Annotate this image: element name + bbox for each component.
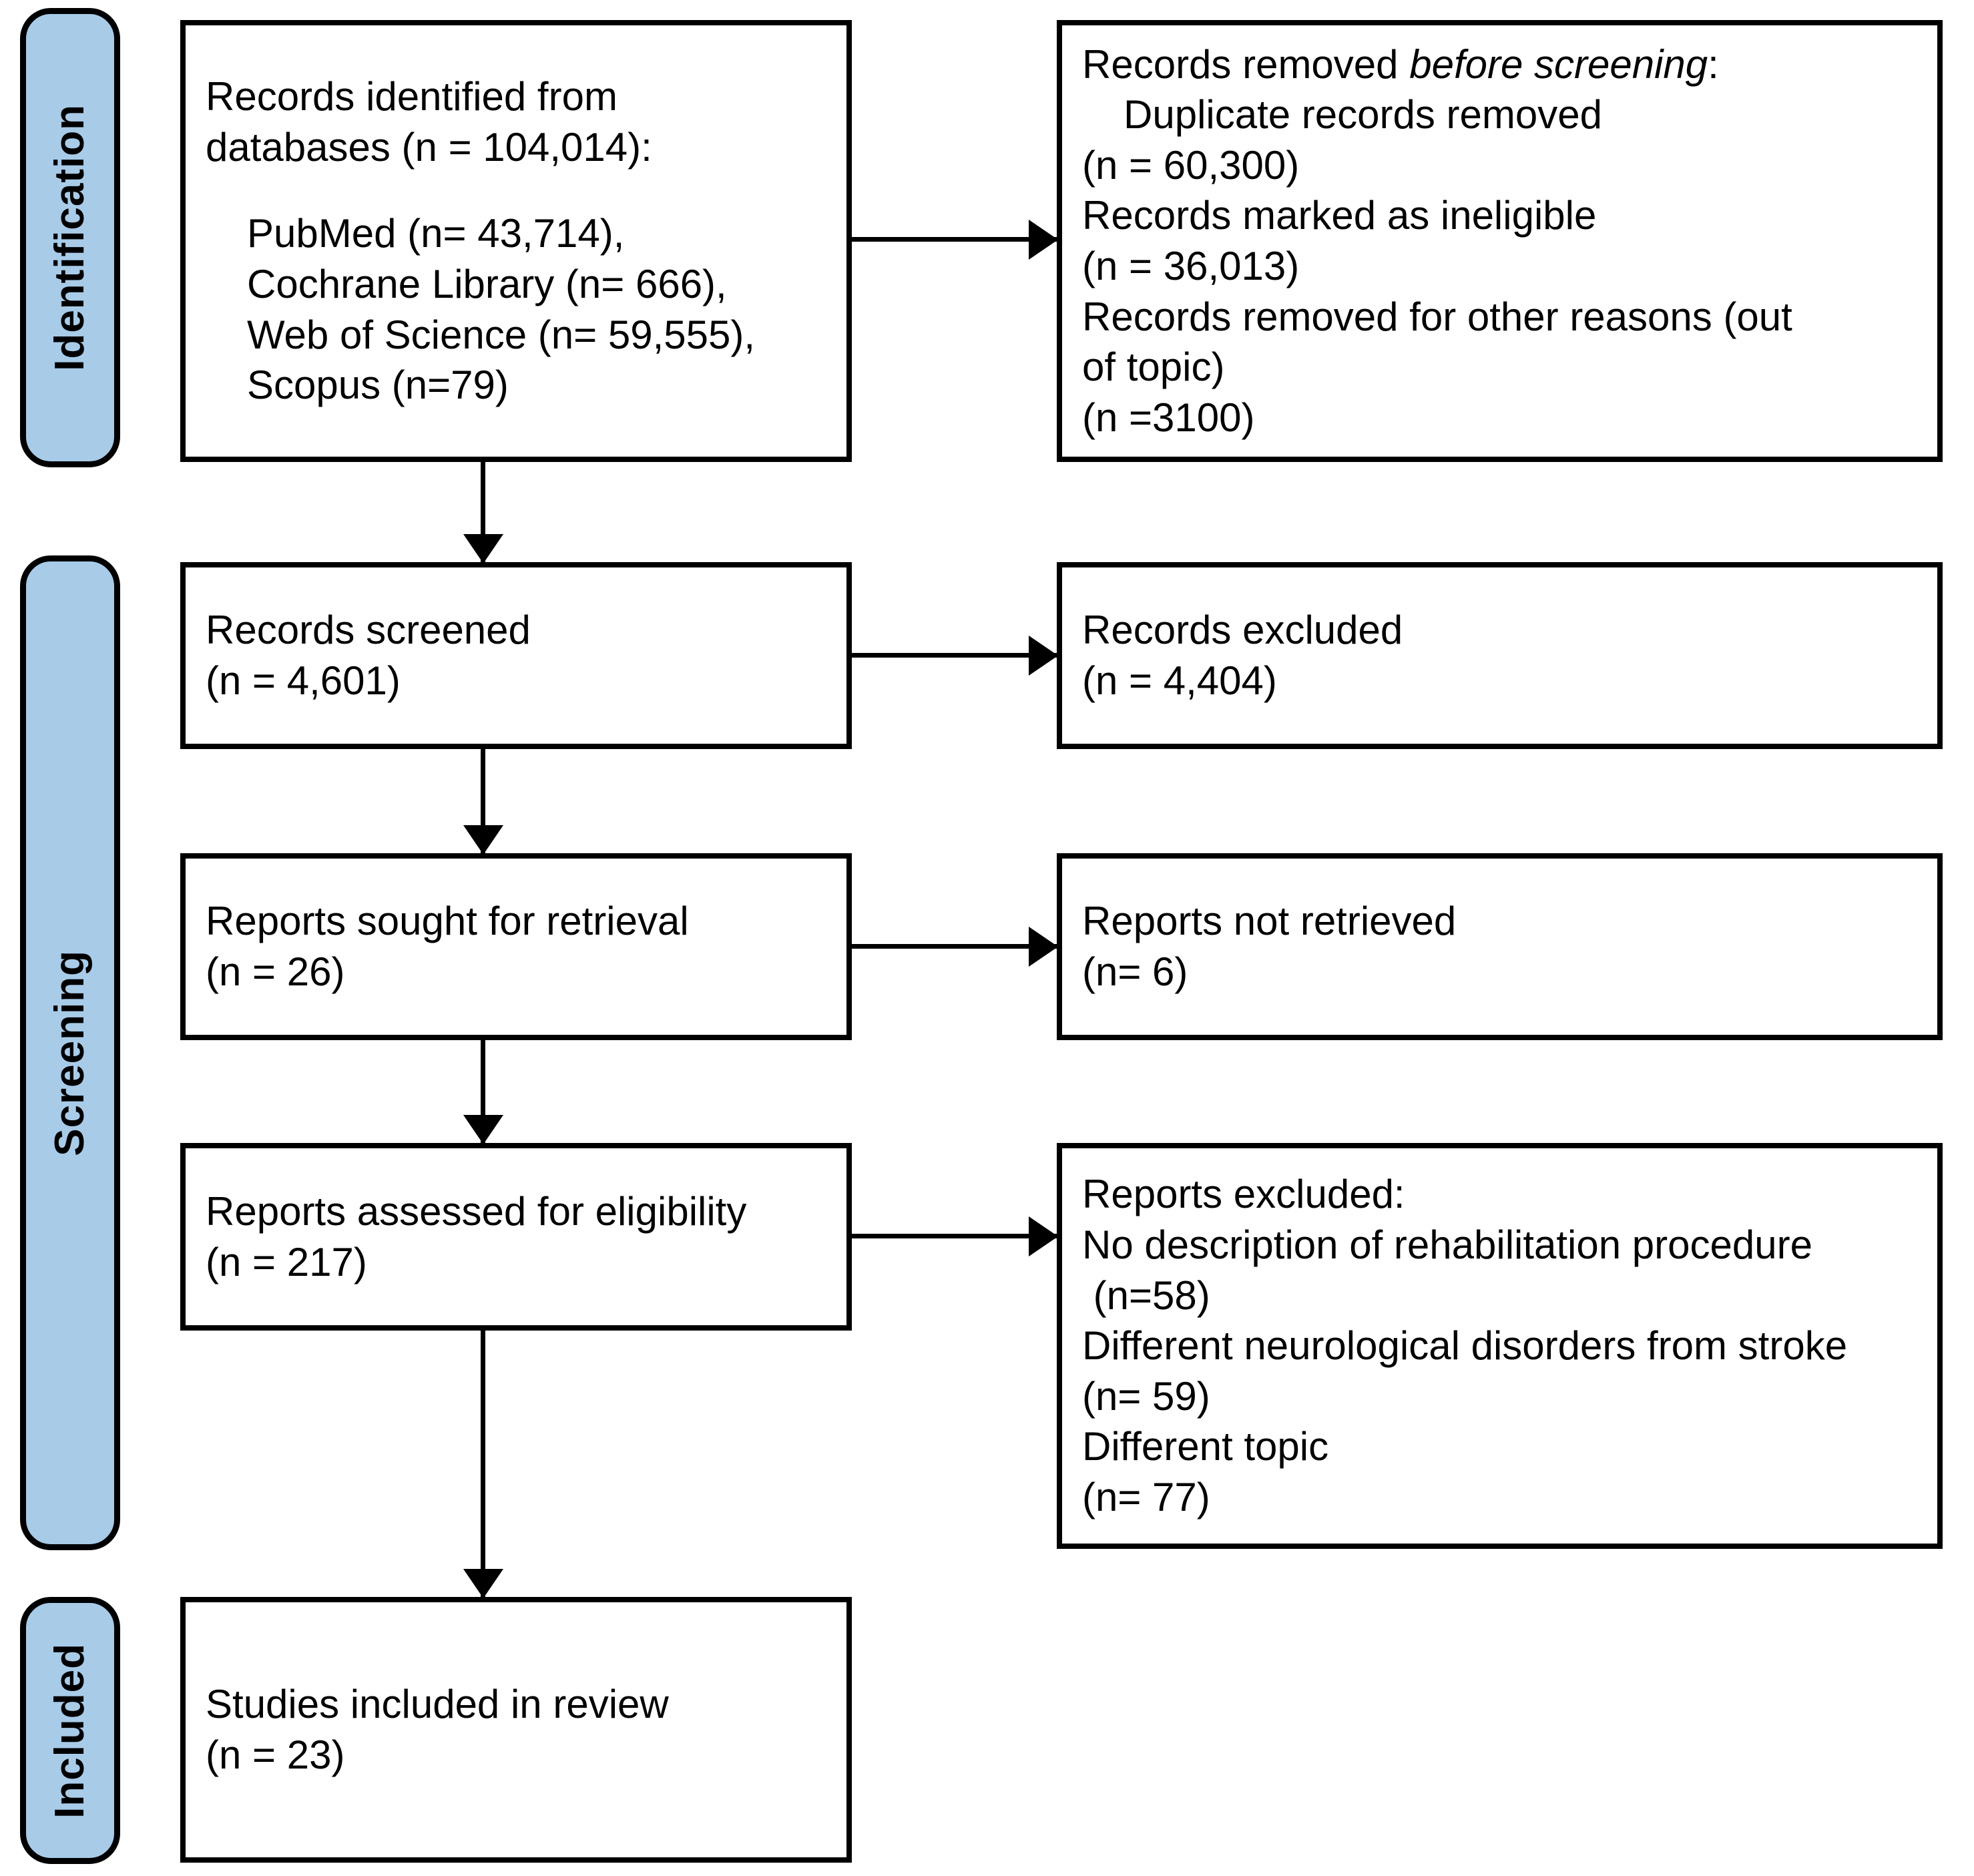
phase-label-identification: Identification [47,104,93,371]
box-records-identified: Records identified from databases (n = 1… [180,20,852,462]
phase-bar-included: Included [20,1597,120,1864]
phase-bar-identification: Identification [20,8,120,467]
records-screened-count: (n = 4,601) [206,658,401,703]
box-studies-included-in-review: Studies included in review (n = 23) [180,1597,852,1863]
records-screened-label: Records screened [206,608,531,653]
phase-label-included: Included [47,1642,93,1819]
connector-sought-to-assessed [463,1040,503,1144]
reports-excluded-different-topic-label: Different topic [1082,1424,1329,1469]
connector-assessed-to-reports-excluded [852,1216,1058,1256]
records-excluded-count: (n = 4,404) [1082,658,1277,703]
arrow-right-icon [1029,219,1058,260]
box-reports-not-retrieved: Reports not retrieved (n= 6) [1057,853,1943,1040]
arrow-right-icon [1029,1216,1058,1256]
reports-sought-count: (n = 26) [206,949,345,994]
box-reports-assessed-for-eligibility: Reports assessed for eligibility (n = 21… [180,1143,852,1331]
connector-identified-to-screened [463,462,503,563]
reports-excluded-different-topic-count: (n= 77) [1082,1474,1210,1519]
reports-excluded-heading: Reports excluded: [1082,1172,1405,1217]
duplicate-records-removed-label: Duplicate records removed [1124,92,1602,138]
phase-bar-screening: Screening [20,555,120,1550]
box-records-screened: Records screened (n = 4,601) [180,562,852,749]
records-removed-heading-plain: Records removed [1082,41,1410,87]
records-identified-line-1: Records identified from [206,74,618,120]
phase-label-screening: Screening [47,949,93,1156]
reports-excluded-different-disorders-count: (n= 59) [1082,1373,1210,1419]
records-removed-heading: Records removed before screening: [1082,39,1917,90]
arrow-right-icon [1029,635,1058,676]
records-identified-scopus: Scopus (n=79) [247,363,509,408]
records-ineligible-label: Records marked as ineligible [1082,193,1597,238]
records-identified-wos: Web of Science (n= 59,555), [247,312,756,357]
records-other-reasons-label: Records removed for other reasons (out [1082,294,1792,339]
reports-not-retrieved-count: (n= 6) [1082,949,1188,994]
records-identified-cochrane: Cochrane Library (n= 666), [247,262,727,306]
box-reports-excluded: Reports excluded: No description of reha… [1057,1143,1943,1549]
connector-assessed-to-included [463,1331,503,1598]
connector-screened-to-records-excluded [852,635,1058,676]
arrow-down-icon [463,534,503,563]
reports-assessed-label: Reports assessed for eligibility [206,1188,747,1234]
reports-not-retrieved-label: Reports not retrieved [1082,899,1457,944]
reports-excluded-different-disorders-label: Different neurological disorders from st… [1082,1323,1848,1369]
arrow-down-icon [463,1569,503,1598]
studies-included-count: (n = 23) [206,1732,345,1777]
reports-sought-label: Reports sought for retrieval [206,899,689,944]
records-identified-pubmed: PubMed (n= 43,714), [247,211,625,256]
connector-identified-to-removed [852,219,1058,260]
box-reports-sought-for-retrieval: Reports sought for retrieval (n = 26) [180,853,852,1040]
connector-sought-to-not-retrieved [852,926,1058,967]
records-excluded-label: Records excluded [1082,608,1403,653]
studies-included-label: Studies included in review [206,1682,669,1727]
records-identified-line-2: databases (n = 104,014): [206,124,652,170]
records-other-reasons-count: (n =3100) [1082,395,1255,440]
reports-excluded-no-description-count: (n=58) [1082,1272,1210,1318]
box-records-excluded: Records excluded (n = 4,404) [1057,562,1943,749]
arrow-down-icon [463,1115,503,1144]
duplicate-records-removed-count: (n = 60,300) [1082,142,1300,188]
records-removed-heading-colon: : [1708,41,1719,87]
reports-assessed-count: (n = 217) [206,1239,367,1284]
records-removed-heading-italic: before screening [1409,41,1708,87]
connector-screened-to-sought [463,749,503,855]
box-records-removed-before-screening: Records removed before screening: Duplic… [1057,20,1943,462]
arrow-right-icon [1029,926,1058,967]
reports-excluded-no-description-label: No description of rehabilitation procedu… [1082,1222,1812,1268]
records-ineligible-count: (n = 36,013) [1082,244,1300,288]
records-other-reasons-label-cont: of topic) [1082,344,1225,390]
arrow-down-icon [463,825,503,855]
